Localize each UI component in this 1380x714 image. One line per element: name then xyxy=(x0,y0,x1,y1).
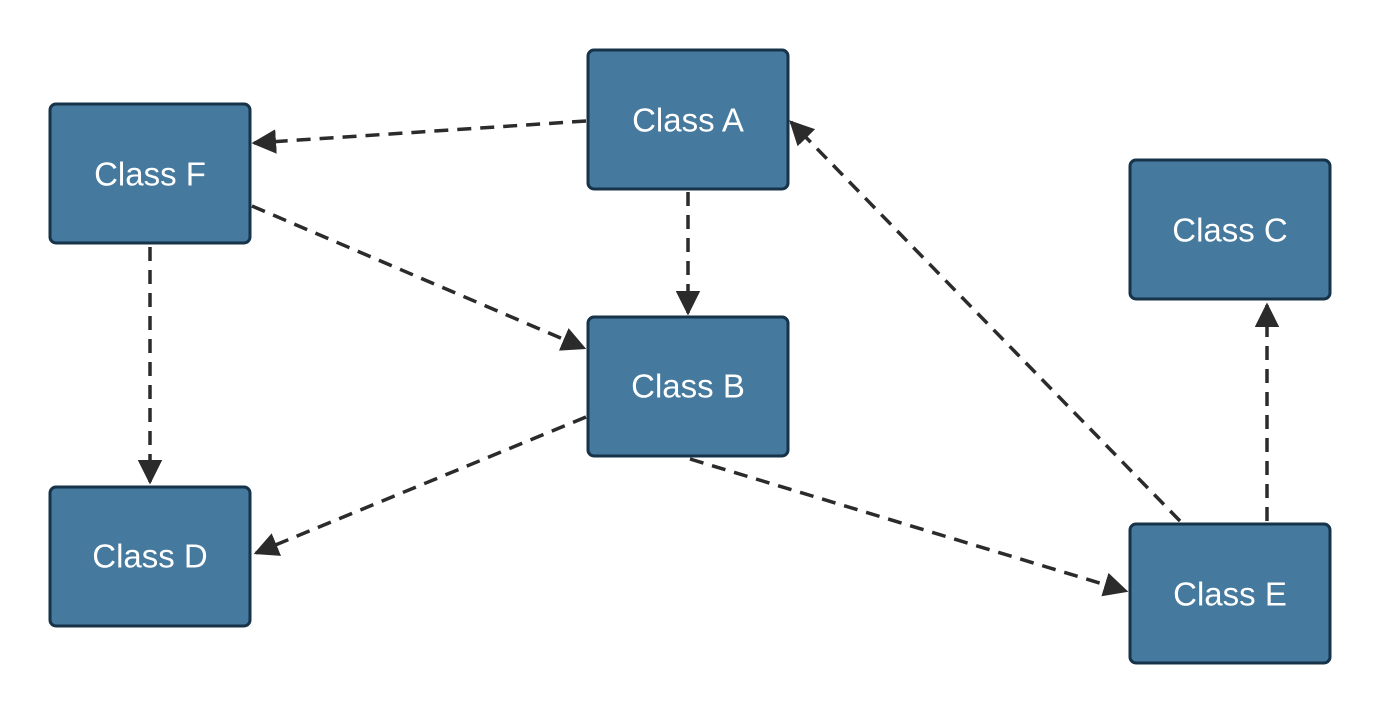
node-class-b-box xyxy=(586,315,790,458)
node-class-f-box xyxy=(48,102,252,245)
node-class-c-label: Class C xyxy=(1172,212,1288,249)
node-class-d-box xyxy=(48,485,252,628)
edges-layer xyxy=(137,119,1280,597)
node-class-b[interactable]: Class B xyxy=(586,315,790,458)
edge-class-b-to-class-d xyxy=(253,415,587,556)
node-class-e-box xyxy=(1128,522,1332,665)
node-class-d[interactable]: Class D xyxy=(48,485,252,628)
node-class-b-label: Class B xyxy=(631,368,745,405)
edge-class-b-to-class-e xyxy=(689,457,1129,597)
edge-class-e-to-class-a xyxy=(789,120,1182,523)
node-class-d-label: Class D xyxy=(92,538,208,575)
node-class-e[interactable]: Class E xyxy=(1128,522,1332,665)
node-class-a[interactable]: Class A xyxy=(586,48,790,191)
node-class-a-label: Class A xyxy=(632,102,744,139)
edge-class-a-to-class-f xyxy=(251,119,587,154)
node-class-f-label: Class F xyxy=(94,156,206,193)
node-class-c[interactable]: Class C xyxy=(1128,158,1332,301)
node-class-a-box xyxy=(586,48,790,191)
node-class-c-box xyxy=(1128,158,1332,301)
edge-class-f-to-class-b xyxy=(251,204,587,351)
node-class-f[interactable]: Class F xyxy=(48,102,252,245)
node-class-e-label: Class E xyxy=(1173,576,1287,613)
nodes-layer: Class A Class B Class C Class D Class E … xyxy=(48,48,1332,665)
